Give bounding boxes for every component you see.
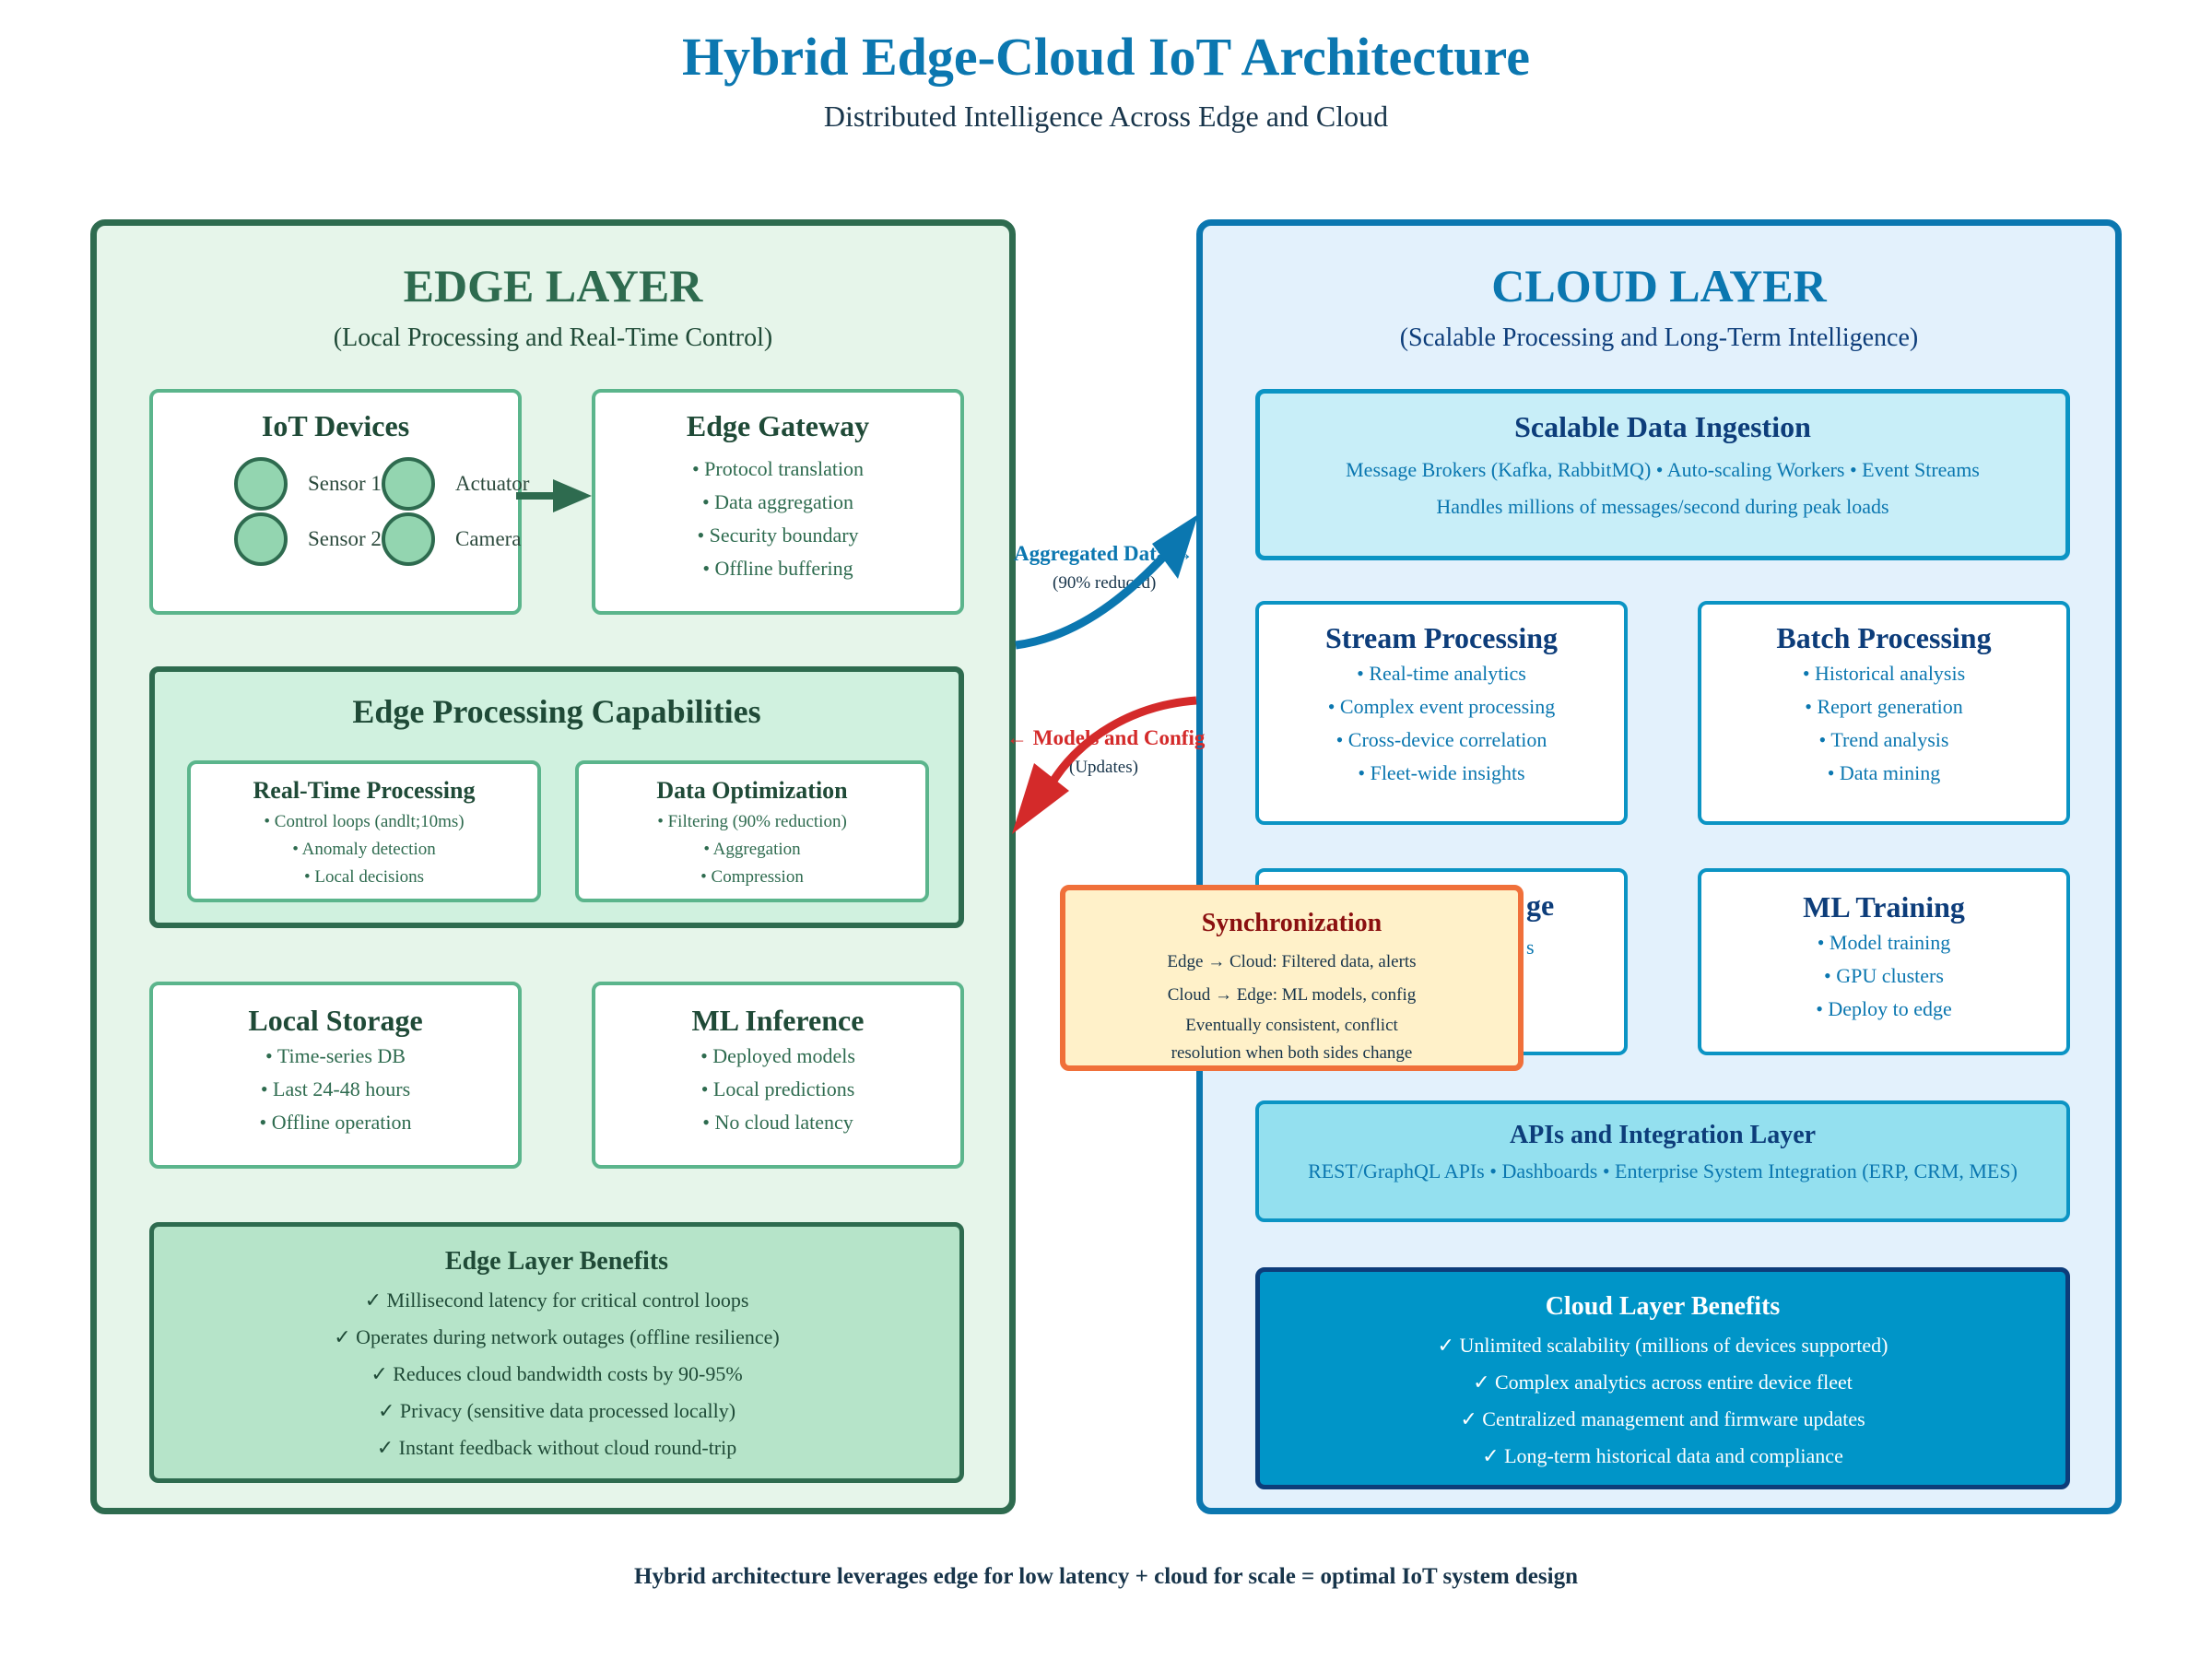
ingestion-line: Handles millions of messages/second duri… [1436, 495, 1889, 518]
cloud-storage-title: ge [1526, 888, 1555, 922]
sync-line: Cloud → Edge: ML models, config [1167, 985, 1417, 1005]
synchronization-title: Synchronization [1201, 909, 1382, 937]
sensor-icon [234, 457, 288, 511]
sensor-icon [234, 512, 288, 566]
cloud-benefit-item: ✓ Centralized management and firmware up… [1460, 1407, 1865, 1430]
edge-gateway-box: Edge Gateway • Protocol translation • Da… [592, 389, 964, 615]
edge-processing-title: Edge Processing Capabilities [352, 693, 761, 730]
device-label-actuator: Actuator [455, 472, 530, 495]
batch-item: • Historical analysis [1802, 662, 1966, 685]
stream-item: • Cross-device correlation [1335, 728, 1547, 751]
local-storage-box: Local Storage • Time-series DB • Last 24… [149, 982, 522, 1169]
edge-benefit-item: ✓ Instant feedback without cloud round-t… [376, 1436, 737, 1459]
storage-item: • Offline operation [259, 1111, 412, 1134]
ml-training-item: • Model training [1817, 931, 1951, 954]
gateway-item: • Protocol translation [691, 457, 865, 480]
stream-processing-title: Stream Processing [1324, 621, 1559, 654]
storage-item: • Time-series DB [265, 1044, 406, 1067]
edge-layer: EDGE LAYER (Local Processing and Real-Ti… [90, 219, 1016, 1514]
device-label-sensor-1: Sensor 1 [308, 472, 382, 495]
models-config-label: ← Models and Config [1006, 726, 1206, 749]
cloud-to-edge-arrowhead [1012, 763, 1069, 834]
inference-item: • Local predictions [700, 1077, 855, 1100]
ingestion-title: Scalable Data Ingestion [1514, 410, 1811, 443]
edge-benefits-box: Edge Layer Benefits ✓ Millisecond latenc… [149, 1222, 964, 1483]
edge-layer-title: EDGE LAYER [403, 260, 703, 312]
ml-training-item: • Deploy to edge [1816, 997, 1952, 1020]
inference-item: • Deployed models [700, 1044, 855, 1067]
stream-item: • Real-time analytics [1357, 662, 1526, 685]
stream-item: • Complex event processing [1327, 695, 1556, 718]
data-optimization-box: Data Optimization • Filtering (90% reduc… [575, 760, 929, 902]
edge-benefits-title: Edge Layer Benefits [444, 1247, 669, 1276]
edge-benefit-item: ✓ Reduces cloud bandwidth costs by 90-95… [371, 1362, 743, 1385]
stream-processing-box: Stream Processing • Real-time analytics … [1255, 601, 1628, 825]
ml-training-box: ML Training • Model training • GPU clust… [1698, 868, 2070, 1055]
ml-inference-box: ML Inference • Deployed models • Local p… [592, 982, 964, 1169]
cloud-benefit-item: ✓ Complex analytics across entire device… [1473, 1371, 1853, 1394]
footer-caption: Hybrid architecture leverages edge for l… [634, 1564, 1578, 1589]
aggregated-data-label: Aggregated Data → [1014, 542, 1194, 565]
batch-processing-box: Batch Processing • Historical analysis •… [1698, 601, 2070, 825]
stream-item: • Fleet-wide insights [1358, 761, 1525, 784]
actuator-icon [382, 457, 435, 511]
sync-line: Edge → Cloud: Filtered data, alerts [1167, 952, 1417, 971]
iot-devices-title: IoT Devices [261, 409, 410, 442]
device-label-sensor-2: Sensor 2 [308, 527, 382, 550]
apis-line: REST/GraphQL APIs • Dashboards • Enterpr… [1308, 1159, 2018, 1182]
ml-training-title: ML Training [1803, 890, 1965, 924]
gateway-item: • Data aggregation [701, 490, 854, 513]
realtime-item: • Control loops (andlt;10ms) [264, 812, 465, 831]
models-config-sublabel: (Updates) [1069, 758, 1138, 777]
optimization-item: • Aggregation [703, 840, 801, 859]
synchronization-box: Synchronization Edge → Cloud: Filtered d… [1060, 885, 1524, 1071]
optimization-item: • Filtering (90% reduction) [657, 812, 847, 831]
ml-training-item: • GPU clusters [1824, 964, 1944, 987]
cloud-benefits-box: Cloud Layer Benefits ✓ Unlimited scalabi… [1255, 1267, 2070, 1489]
sync-line: resolution when both sides change [1171, 1043, 1413, 1063]
sync-line: Eventually consistent, conflict [1185, 1016, 1398, 1035]
cloud-benefits-title: Cloud Layer Benefits [1545, 1292, 1781, 1321]
realtime-item: • Local decisions [303, 867, 425, 887]
inference-item: • No cloud latency [702, 1111, 853, 1134]
realtime-item: • Anomaly detection [292, 840, 436, 859]
batch-item: • Data mining [1827, 761, 1941, 784]
cloud-layer: CLOUD LAYER (Scalable Processing and Lon… [1196, 219, 2122, 1514]
real-time-processing-title: Real-Time Processing [253, 777, 476, 804]
gateway-item: • Offline buffering [702, 557, 853, 580]
edge-benefit-item: ✓ Privacy (sensitive data processed loca… [377, 1399, 736, 1422]
cloud-storage-item: s [1526, 935, 1535, 959]
diagram-title: Hybrid Edge-Cloud IoT Architecture [681, 27, 1530, 87]
edge-benefit-item: ✓ Operates during network outages (offli… [334, 1325, 780, 1348]
real-time-processing-box: Real-Time Processing • Control loops (an… [187, 760, 541, 902]
optimization-item: • Compression [700, 867, 804, 887]
ml-inference-title: ML Inference [691, 1004, 865, 1037]
apis-integration-box: APIs and Integration Layer REST/GraphQL … [1255, 1100, 2070, 1222]
data-optimization-title: Data Optimization [656, 777, 848, 804]
batch-item: • Report generation [1805, 695, 1963, 718]
cloud-benefit-item: ✓ Long-term historical data and complian… [1482, 1444, 1843, 1467]
storage-item: • Last 24-48 hours [260, 1077, 411, 1100]
batch-item: • Trend analysis [1818, 728, 1949, 751]
edge-benefit-item: ✓ Millisecond latency for critical contr… [364, 1288, 749, 1312]
local-storage-title: Local Storage [248, 1004, 423, 1037]
scalable-data-ingestion-box: Scalable Data Ingestion Message Brokers … [1255, 389, 2070, 560]
iot-devices-box: IoT Devices Sensor 1 Actuator Sensor 2 C… [149, 389, 529, 615]
apis-title: APIs and Integration Layer [1509, 1121, 1817, 1149]
ingestion-line: Message Brokers (Kafka, RabbitMQ) • Auto… [1346, 458, 1980, 481]
diagram-subtitle: Distributed Intelligence Across Edge and… [823, 100, 1389, 133]
edge-gateway-title: Edge Gateway [686, 409, 870, 442]
cloud-layer-title: CLOUD LAYER [1491, 260, 1827, 312]
batch-processing-title: Batch Processing [1776, 621, 1992, 654]
edge-layer-subtitle: (Local Processing and Real-Time Control) [333, 324, 773, 352]
cloud-benefit-item: ✓ Unlimited scalability (millions of dev… [1437, 1334, 1888, 1357]
edge-processing-capabilities-box: Edge Processing Capabilities Real-Time P… [149, 666, 964, 928]
aggregated-data-sublabel: (90% reduced) [1053, 573, 1157, 593]
device-label-camera: Camera [455, 527, 522, 550]
camera-icon [382, 512, 435, 566]
cloud-layer-subtitle: (Scalable Processing and Long-Term Intel… [1399, 324, 1919, 352]
gateway-item: • Security boundary [697, 524, 859, 547]
